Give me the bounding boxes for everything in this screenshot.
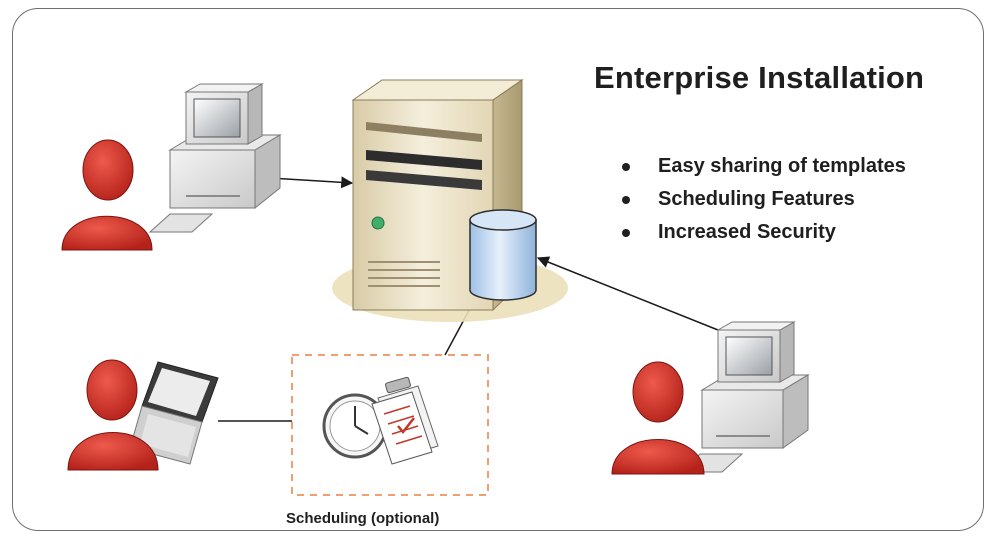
bullet-icon [622, 229, 630, 237]
calendar-checklist-icon [371, 376, 439, 465]
feature-label: Increased Security [658, 221, 836, 243]
scheduling-box [291, 354, 489, 496]
bullet-icon [622, 196, 630, 204]
database-cylinder-icon [469, 209, 537, 301]
desktop-computer-icon [678, 321, 810, 473]
user-icon [61, 139, 153, 251]
feature-item: Easy sharing of templates [622, 150, 906, 183]
connector-right-desktop-to-database [536, 256, 719, 331]
desktop-computer-icon [148, 83, 282, 233]
feature-item: Increased Security [622, 216, 906, 249]
user-icon [611, 361, 705, 475]
feature-list: Easy sharing of templates Scheduling Fea… [622, 150, 906, 249]
feature-label: Scheduling Features [658, 188, 855, 210]
diagram-title: Enterprise Installation [594, 60, 925, 95]
user-icon [67, 359, 159, 471]
feature-label: Easy sharing of templates [658, 155, 906, 177]
bullet-icon [622, 163, 630, 171]
connector-desktop-to-server [269, 176, 354, 189]
feature-item: Scheduling Features [622, 183, 906, 216]
scheduling-label: Scheduling (optional) [286, 510, 440, 527]
